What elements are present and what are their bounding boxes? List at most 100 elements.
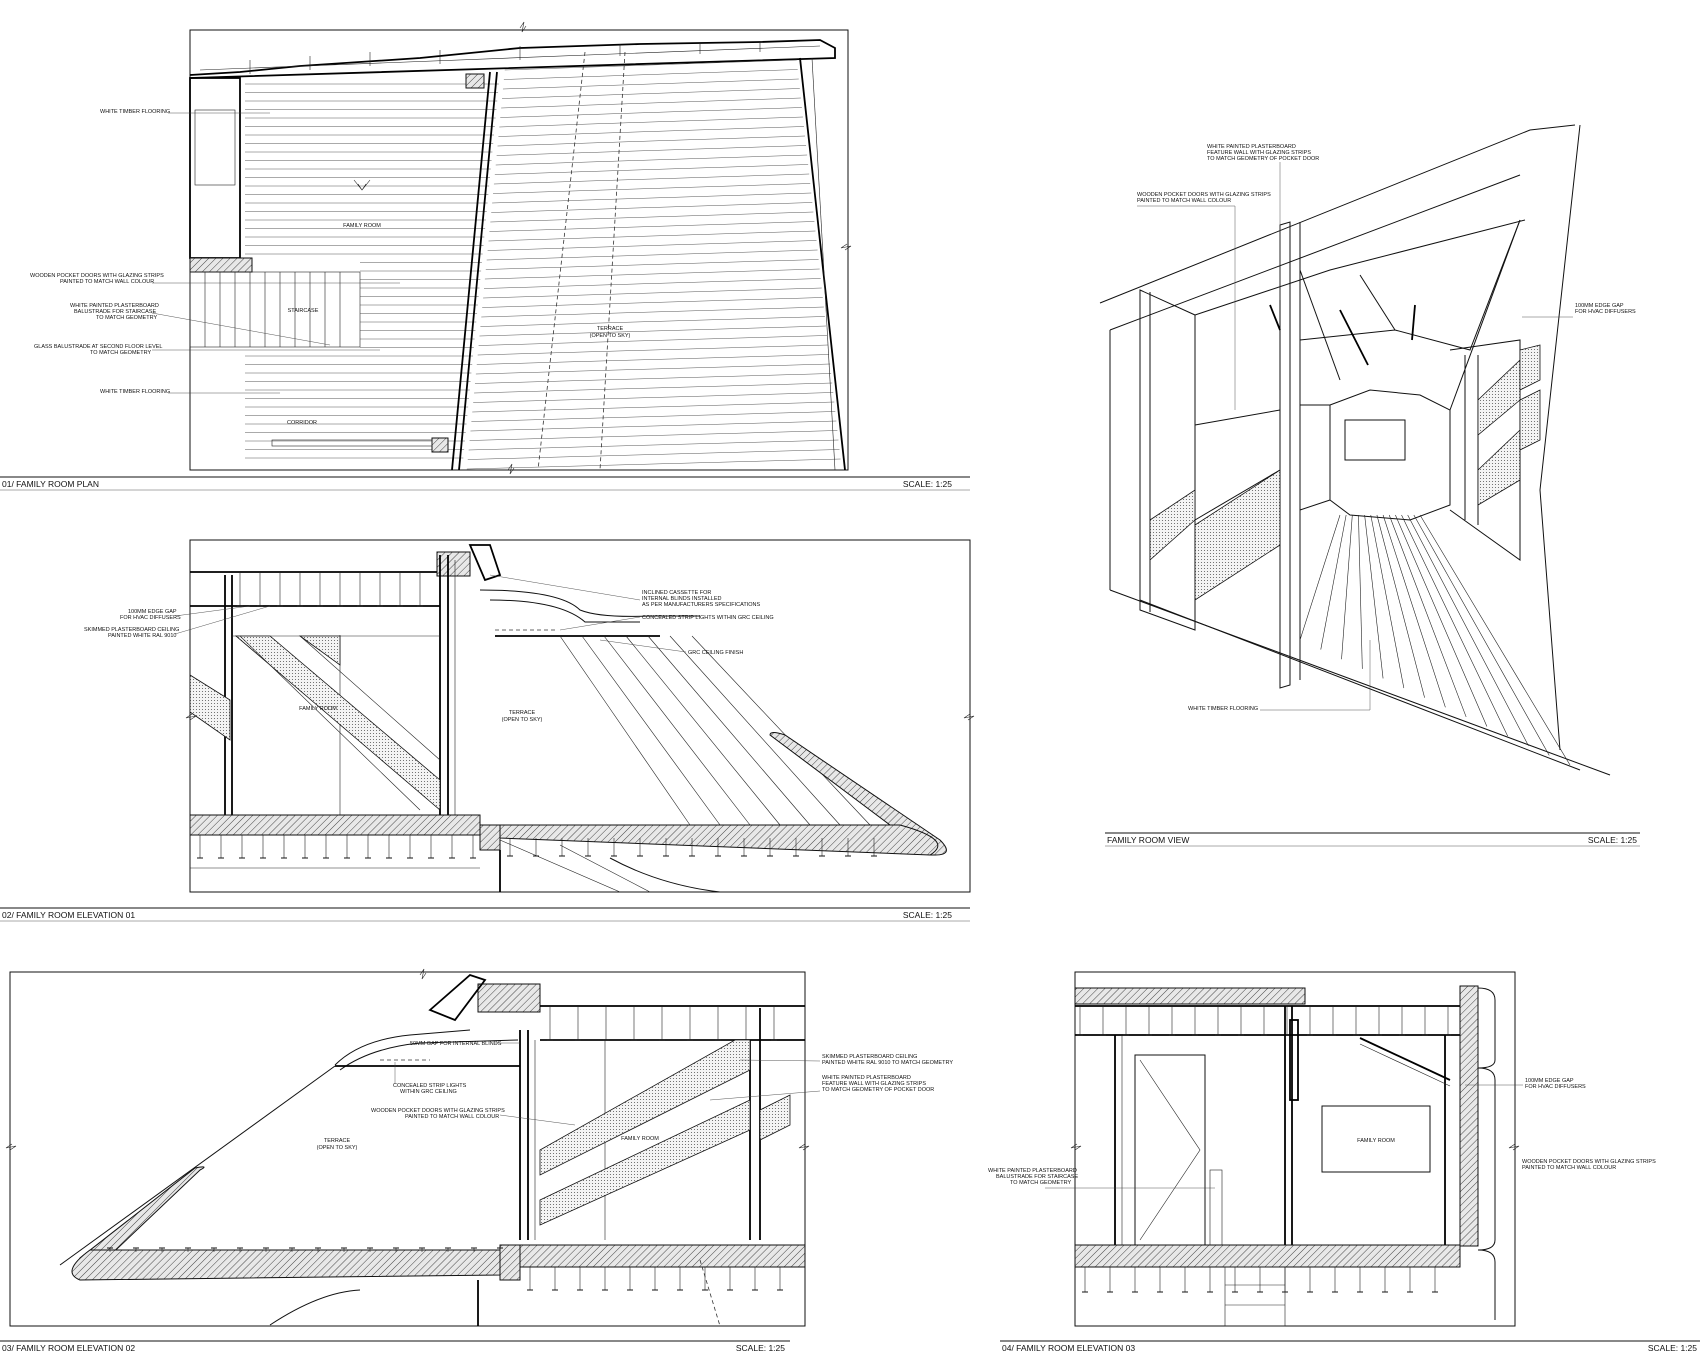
elevation-03-frame	[1074, 971, 1516, 1327]
plan-outer-wall	[799, 57, 846, 471]
elevation-01-floor-slab	[189, 814, 481, 836]
elevation-01-room-family: FAMILY ROOM	[299, 706, 337, 712]
elevation-01-terrace-slab	[499, 824, 939, 856]
elevation-03-floor-slab	[1074, 1244, 1461, 1268]
plan-note-glass-balustrade-2: TO MATCH GEOMETRY	[90, 350, 151, 356]
elevation-01-sloped-wall	[769, 732, 947, 856]
e2-note-skimmed-ceiling: SKIMMED PLASTERBOARD CEILING	[822, 1054, 917, 1060]
elevation-02-panel: TERRACE (OPEN TO SKY) FAMILY ROOM 50MM G…	[0, 968, 953, 1353]
plan-note-balustrade-2: BALUSTRADE FOR STAIRCASE	[74, 309, 156, 315]
break-mark-icon	[963, 713, 975, 721]
view-note-edge-gap-2: FOR HVAC DIFFUSERS	[1575, 309, 1636, 315]
elevation-03-door	[1134, 1054, 1206, 1246]
plan-note-pocket-doors: WOODEN POCKET DOORS WITH GLAZING STRIPS	[30, 273, 164, 279]
elevation-01-annotations: 100MM EDGE GAP FOR HVAC DIFFUSERS SKIMME…	[84, 574, 774, 656]
elevation-03-title: 04/ FAMILY ROOM ELEVATION 03	[1002, 1343, 1135, 1353]
break-mark-icon	[1070, 1143, 1082, 1151]
e3-note-balustrade-3: TO MATCH GEOMETRY	[1010, 1180, 1071, 1186]
view-back-wall	[1329, 389, 1451, 521]
e1-note-grc-finish: GRC CEILING FINISH	[688, 650, 743, 656]
e3-note-edge-gap: 100MM EDGE GAP	[1525, 1078, 1574, 1084]
plan-glazing-wall	[451, 71, 491, 471]
plan-frame	[189, 29, 849, 471]
e1-note-strip-lights: CONCEALED STRIP LIGHTS WITHIN GRC CEILIN…	[642, 615, 774, 621]
elevation-01-grc-ceiling	[479, 589, 700, 617]
e1-note-edge-gap-2: FOR HVAC DIFFUSERS	[120, 615, 181, 621]
plan-parapet	[189, 39, 836, 79]
e2-note-pocket-doors: WOODEN POCKET DOORS WITH GLAZING STRIPS	[371, 1108, 505, 1114]
view-note-flooring: WHITE TIMBER FLOORING	[1188, 706, 1258, 712]
e3-note-pocket-doors: WOODEN POCKET DOORS WITH GLAZING STRIPS	[1522, 1159, 1656, 1165]
view-annotations: WHITE PAINTED PLASTERBOARD FEATURE WALL …	[1137, 144, 1636, 712]
e2-note-pocket-doors-2: PAINTED TO MATCH WALL COLOUR	[405, 1114, 499, 1120]
plan-room-staircase: STAIRCASE	[288, 308, 319, 314]
e1-note-cassette: INCLINED CASSETTE FOR	[642, 590, 711, 596]
view-scale: SCALE: 1:25	[1588, 835, 1637, 845]
view-window	[1344, 419, 1406, 461]
view-right-edge	[1539, 124, 1581, 751]
elevation-02-room-family: FAMILY ROOM	[621, 1136, 659, 1142]
elevation-03-right-wall	[1459, 985, 1479, 1247]
elevation-02-floor-slab	[519, 1244, 806, 1268]
elevation-02-room-terrace-sub: (OPEN TO SKY)	[317, 1145, 358, 1151]
elevation-02-grc-ceiling	[334, 1029, 471, 1066]
elevation-03-panel: FAMILY ROOM WHITE PAINTED PLASTERBOARD B…	[988, 971, 1700, 1353]
plan-note-flooring-1: WHITE TIMBER FLOORING	[100, 109, 170, 115]
plan-note-pocket-doors-2: PAINTED TO MATCH WALL COLOUR	[60, 279, 154, 285]
e3-note-balustrade: WHITE PAINTED PLASTERBOARD	[988, 1168, 1077, 1174]
plan-roof-segments	[249, 42, 761, 74]
plan-stair-treads	[189, 271, 361, 348]
elevation-01-room-terrace: TERRACE	[509, 710, 536, 716]
break-mark-icon	[419, 968, 427, 980]
elevation-02-terrace-slab	[71, 1249, 501, 1281]
elevation-02-glazing-strip	[539, 1039, 751, 1176]
e2-note-feature-wall-3: TO MATCH GEOMETRY OF POCKET DOOR	[822, 1087, 934, 1093]
elevation-02-ceiling-hangers	[547, 1006, 777, 1041]
elevation-02-floor-hangers	[107, 1247, 783, 1291]
plan-note-flooring-2: WHITE TIMBER FLOORING	[100, 389, 170, 395]
break-mark-icon	[840, 243, 852, 251]
break-mark-icon	[5, 1143, 17, 1151]
elevation-01-title: 02/ FAMILY ROOM ELEVATION 01	[2, 910, 135, 920]
e2-note-strip-lights-2: WITHIN GRC CEILING	[400, 1089, 457, 1095]
perspective-view-panel: WHITE PAINTED PLASTERBOARD FEATURE WALL …	[1099, 124, 1640, 847]
plan-annotations: WHITE TIMBER FLOORING WOODEN POCKET DOOR…	[30, 109, 400, 395]
plan-scale: SCALE: 1:25	[903, 479, 952, 489]
elevation-02-annotations: 50MM GAP FOR INTERNAL BLINDS CONCEALED S…	[371, 1041, 953, 1126]
elevation-03-floor-hangers	[1082, 1267, 1438, 1293]
elevation-01-floor-hangers	[197, 835, 877, 859]
e2-note-skimmed-ceiling-2: PAINTED WHITE RAL 9010 TO MATCH GEOMETRY	[822, 1060, 953, 1066]
view-note-feature-wall-2: FEATURE WALL WITH GLAZING STRIPS	[1207, 150, 1311, 156]
elevation-01-panel: FAMILY ROOM TERRACE (OPEN TO SKY) 100MM …	[0, 539, 975, 922]
elevation-02-title: 03/ FAMILY ROOM ELEVATION 02	[2, 1343, 135, 1353]
view-title: FAMILY ROOM VIEW	[1107, 835, 1189, 845]
elevation-01-parapet	[436, 551, 471, 577]
e2-note-strip-lights: CONCEALED STRIP LIGHTS	[393, 1083, 467, 1089]
view-floor-boards	[1299, 514, 1571, 766]
elevation-01-ceiling-hangers	[237, 572, 423, 607]
elevation-03-wall-panel	[1321, 1105, 1431, 1173]
elevation-01-scale: SCALE: 1:25	[903, 910, 952, 920]
plan-terrace-line-2	[599, 51, 626, 471]
plan-note-balustrade: WHITE PAINTED PLASTERBOARD	[70, 303, 159, 309]
plan-floor-boards	[245, 59, 841, 470]
view-note-pocket-doors: WOODEN POCKET DOORS WITH GLAZING STRIPS	[1137, 192, 1271, 198]
e1-note-edge-gap: 100MM EDGE GAP	[128, 609, 177, 615]
e1-note-skimmed-ceiling-2: PAINTED WHITE RAL 9010	[108, 633, 176, 639]
plan-room-terrace-sub: (OPEN TO SKY)	[590, 333, 631, 339]
e1-note-cassette-2: INTERNAL BLINDS INSTALLED	[642, 596, 721, 602]
view-column	[1279, 221, 1291, 689]
elevation-01-terrace-lines	[559, 635, 871, 826]
break-mark-icon	[507, 463, 515, 475]
break-mark-icon	[1508, 1143, 1520, 1151]
e1-note-cassette-3: AS PER MANUFACTURERS SPECIFICATIONS	[642, 602, 760, 608]
plan-room-family: FAMILY ROOM	[343, 223, 381, 229]
plan-note-balustrade-3: TO MATCH GEOMETRY	[96, 315, 157, 321]
view-note-edge-gap: 100MM EDGE GAP	[1575, 303, 1624, 309]
view-note-feature-wall-3: TO MATCH GEOMETRY OF POCKET DOOR	[1207, 156, 1319, 162]
e1-note-skimmed-ceiling: SKIMMED PLASTERBOARD CEILING	[84, 627, 179, 633]
plan-title: 01/ FAMILY ROOM PLAN	[2, 479, 99, 489]
e2-note-blinds-gap: 50MM GAP FOR INTERNAL BLINDS	[410, 1041, 502, 1047]
elevation-03-scale: SCALE: 1:25	[1648, 1343, 1697, 1353]
